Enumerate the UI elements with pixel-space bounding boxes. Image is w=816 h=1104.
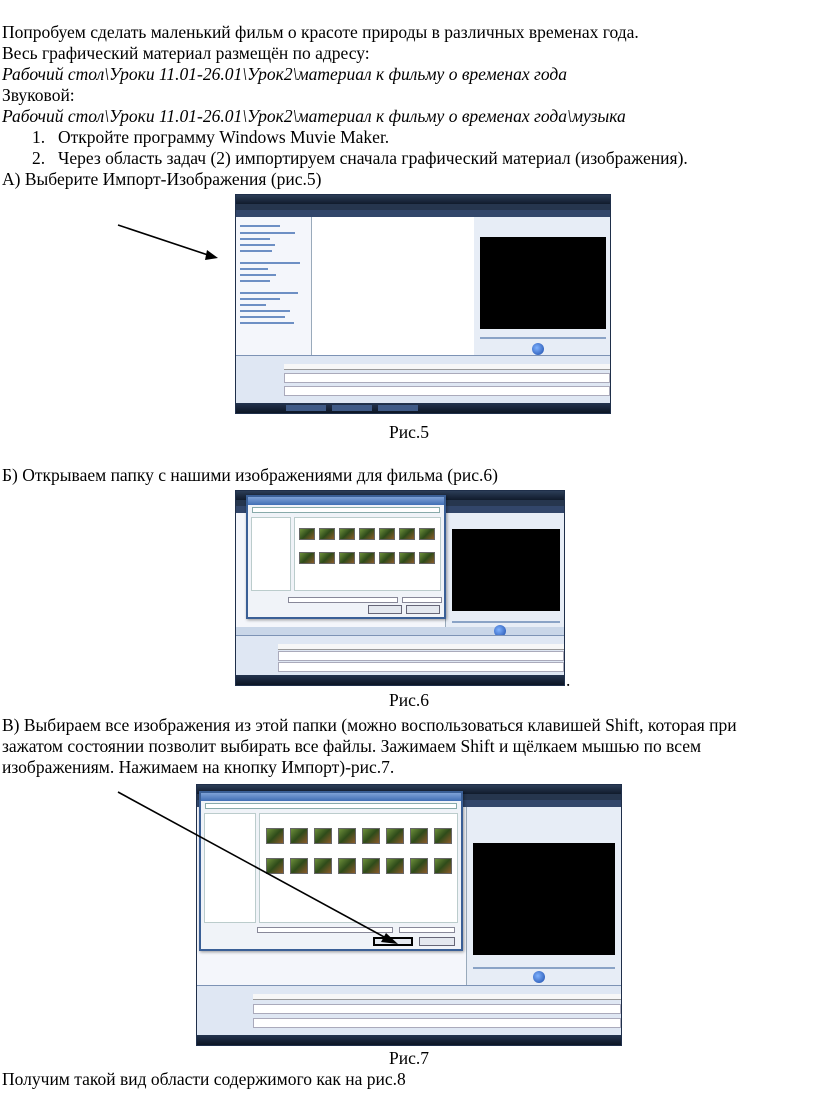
caption-fig7: Рис.7 [389,1048,429,1068]
timeline [236,355,610,403]
sound-path: Рабочий стол\Уроки 11.01-26.01\Урок2\мат… [2,106,626,126]
sound-label: Звуковой: [2,85,75,105]
import-selection-screenshot [196,784,622,1046]
section-a-text: А) Выберите Импорт-Изображения (рис.5) [2,169,322,189]
trailing-dot: . [566,670,571,690]
section-v-line2: зажатом состоянии позволит выбирать все … [2,736,702,756]
preview-monitor [473,843,615,955]
preview-pane [474,217,610,355]
preview-monitor [480,237,606,329]
play-icon [532,343,544,355]
result-text: Получим такой вид области содержимого ка… [2,1069,406,1089]
figure-5 [2,190,816,414]
intro-text: Попробуем сделать маленький фильм о крас… [2,22,639,42]
import-file-dialog [246,495,446,619]
caption-fig6: Рис.6 [389,690,429,710]
caption-fig5: Рис.5 [389,422,429,442]
figure-6: . [2,486,816,690]
figure-7 [2,778,816,1046]
graphics-path: Рабочий стол\Уроки 11.01-26.01\Урок2\мат… [2,64,567,84]
preview-monitor [452,529,560,611]
section-v-line3: изображениям. Нажимаем на кнопку Импорт)… [2,757,395,777]
windows-taskbar [236,403,610,413]
tasks-pane [236,217,312,355]
step-number: 1. [32,127,46,147]
steps-list: 1. Откройте программу Windows Muvie Make… [2,127,816,169]
step-item: 1. Откройте программу Windows Muvie Make… [2,127,816,148]
window-titlebar [236,195,610,204]
section-v-line1: В) Выбираем все изображения из этой папк… [2,715,737,735]
content-area [312,217,474,355]
step-number: 2. [32,148,46,168]
play-icon [494,625,506,637]
play-icon [533,971,545,983]
section-b-text: Б) Открываем папку с нашими изображениям… [2,465,498,485]
window-menubar [236,204,610,210]
import-button [373,937,413,946]
import-dialog-screenshot [235,490,565,686]
step-text: Через область задач (2) импортируем снач… [58,148,688,168]
step-item: 2. Через область задач (2) импортируем с… [2,148,816,169]
window-toolbar [236,210,610,217]
graphics-location-text: Весь графический материал размещён по ад… [2,43,370,63]
import-file-dialog [199,791,463,951]
movie-maker-screenshot [235,194,611,414]
step-text: Откройте программу Windows Muvie Maker. [58,127,390,147]
